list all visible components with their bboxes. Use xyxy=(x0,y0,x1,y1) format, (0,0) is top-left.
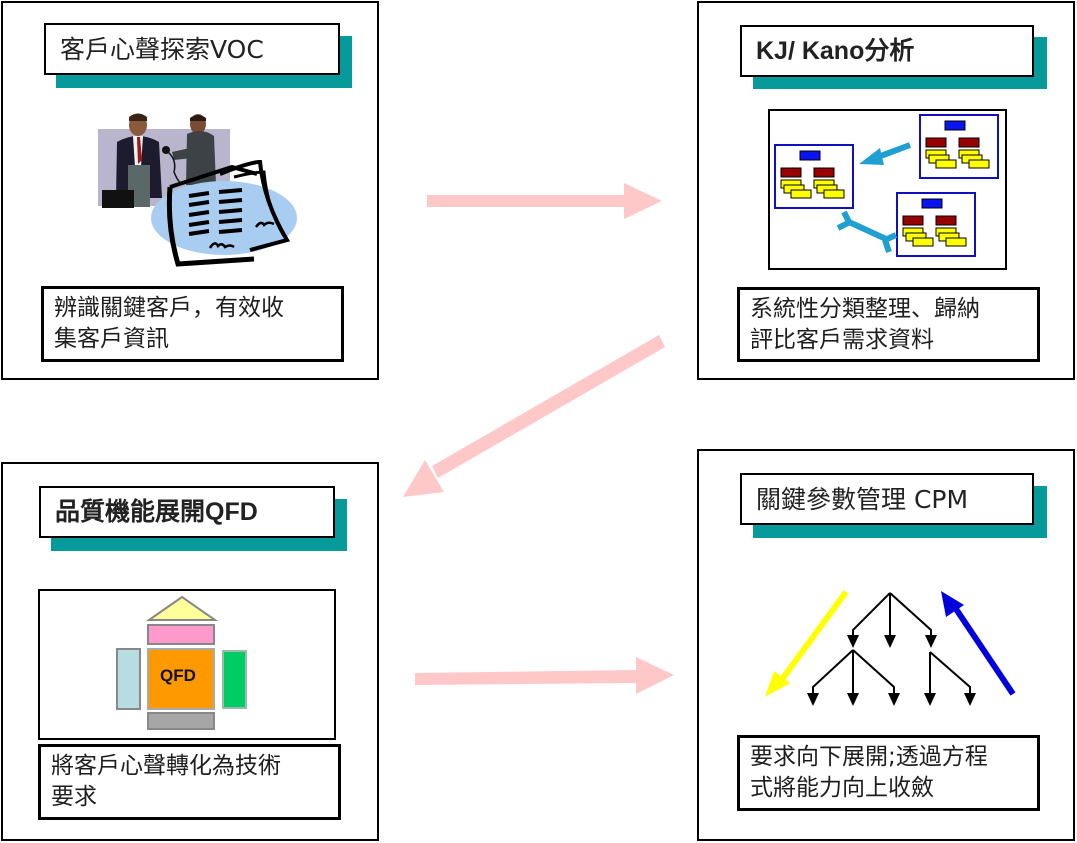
description-line: 要求 xyxy=(51,784,97,810)
kj-category-card xyxy=(958,137,980,148)
panel-description-cpm: 要求向下展開;透過方程 式將能力向上收斂 xyxy=(737,735,1040,811)
kj-note-card xyxy=(912,237,934,247)
kj-note-card xyxy=(945,237,967,247)
kj-group-header xyxy=(944,120,966,131)
kj-group xyxy=(774,144,854,209)
qfd-center-block xyxy=(147,648,215,710)
man-with-briefcase-icon xyxy=(102,113,162,208)
kj-category-card xyxy=(780,167,802,178)
panel-title-kj-kano: KJ/ Kano分析 xyxy=(740,25,1034,77)
kj-group xyxy=(919,114,999,179)
kj-note-card xyxy=(823,189,845,199)
cpm-up-arrow-icon xyxy=(941,591,1016,696)
description-line: 評比客戶需求資料 xyxy=(750,327,934,353)
description-line: 將客戶心聲轉化為技術 xyxy=(51,753,281,779)
house-of-quality-icon: QFD xyxy=(38,589,336,740)
description-line: 系統性分類整理、歸納 xyxy=(750,296,980,322)
parameter-tree-icon xyxy=(765,590,1016,706)
cpm-tree-arrowheads xyxy=(807,635,976,706)
description-line: 集客戶資訊 xyxy=(54,326,169,352)
kj-move-arrow-icon xyxy=(859,142,912,165)
flow-arrow-qfd-to-cpm xyxy=(415,657,674,694)
qfd-left-block xyxy=(116,648,141,710)
kj-group-header xyxy=(799,150,821,161)
kj-category-card xyxy=(935,215,957,226)
panel-description-kj-kano: 系統性分類整理、歸納 評比客戶需求資料 xyxy=(737,287,1040,362)
panel-title-voc: 客戶心聲探索VOC xyxy=(44,23,340,75)
panel-title-qfd: 品質機能展開QFD xyxy=(39,486,335,538)
panel-description-voc: 辨識關鍵客戶，有效收 集客戶資訊 xyxy=(41,286,344,362)
kj-group xyxy=(896,192,976,257)
description-line: 要求向下展開;透過方程 xyxy=(750,744,988,770)
kj-group-header xyxy=(921,198,943,209)
qfd-right-block xyxy=(222,650,247,709)
kj-note-card xyxy=(968,159,990,169)
qfd-top-block xyxy=(147,624,215,645)
flow-arrow-kj-to-qfd xyxy=(403,335,665,497)
panel-description-qfd: 將客戶心聲轉化為技術 要求 xyxy=(38,744,341,820)
panel-title-cpm: 關鍵參數管理 CPM xyxy=(740,473,1034,525)
qfd-bottom-block xyxy=(147,712,215,730)
panel-cpm: 關鍵參數管理 CPM xyxy=(697,449,1075,841)
document-icon xyxy=(151,159,297,267)
kj-category-card xyxy=(813,167,835,178)
cpm-down-arrow-icon xyxy=(765,590,849,697)
kj-note-card xyxy=(790,189,812,199)
flow-arrow-voc-to-kj xyxy=(427,183,662,219)
kj-category-card xyxy=(902,215,924,226)
kj-category-card xyxy=(925,137,947,148)
qfd-center-label: QFD xyxy=(160,666,196,685)
man-with-microphone-icon xyxy=(162,114,216,185)
qfd-roof xyxy=(145,595,219,621)
panel-kj-kano: KJ/ Kano分析 系統性分類整理、歸納 評比客戶需求資料 xyxy=(697,1,1075,380)
panel-voc: 客戶心聲探索VOC xyxy=(1,1,379,380)
kj-note-card xyxy=(935,159,957,169)
description-line: 式將能力向上收斂 xyxy=(750,775,934,801)
kj-link-connector-icon xyxy=(836,210,898,253)
cpm-tree xyxy=(812,592,971,693)
panel-qfd: 品質機能展開QFD QFD 將客戶心聲轉化為技術 要求 xyxy=(1,462,379,841)
affinity-diagram-icon xyxy=(768,109,1007,270)
description-line: 辨識關鍵客戶，有效收 xyxy=(54,295,284,321)
interview-clipart-icon xyxy=(98,113,297,267)
